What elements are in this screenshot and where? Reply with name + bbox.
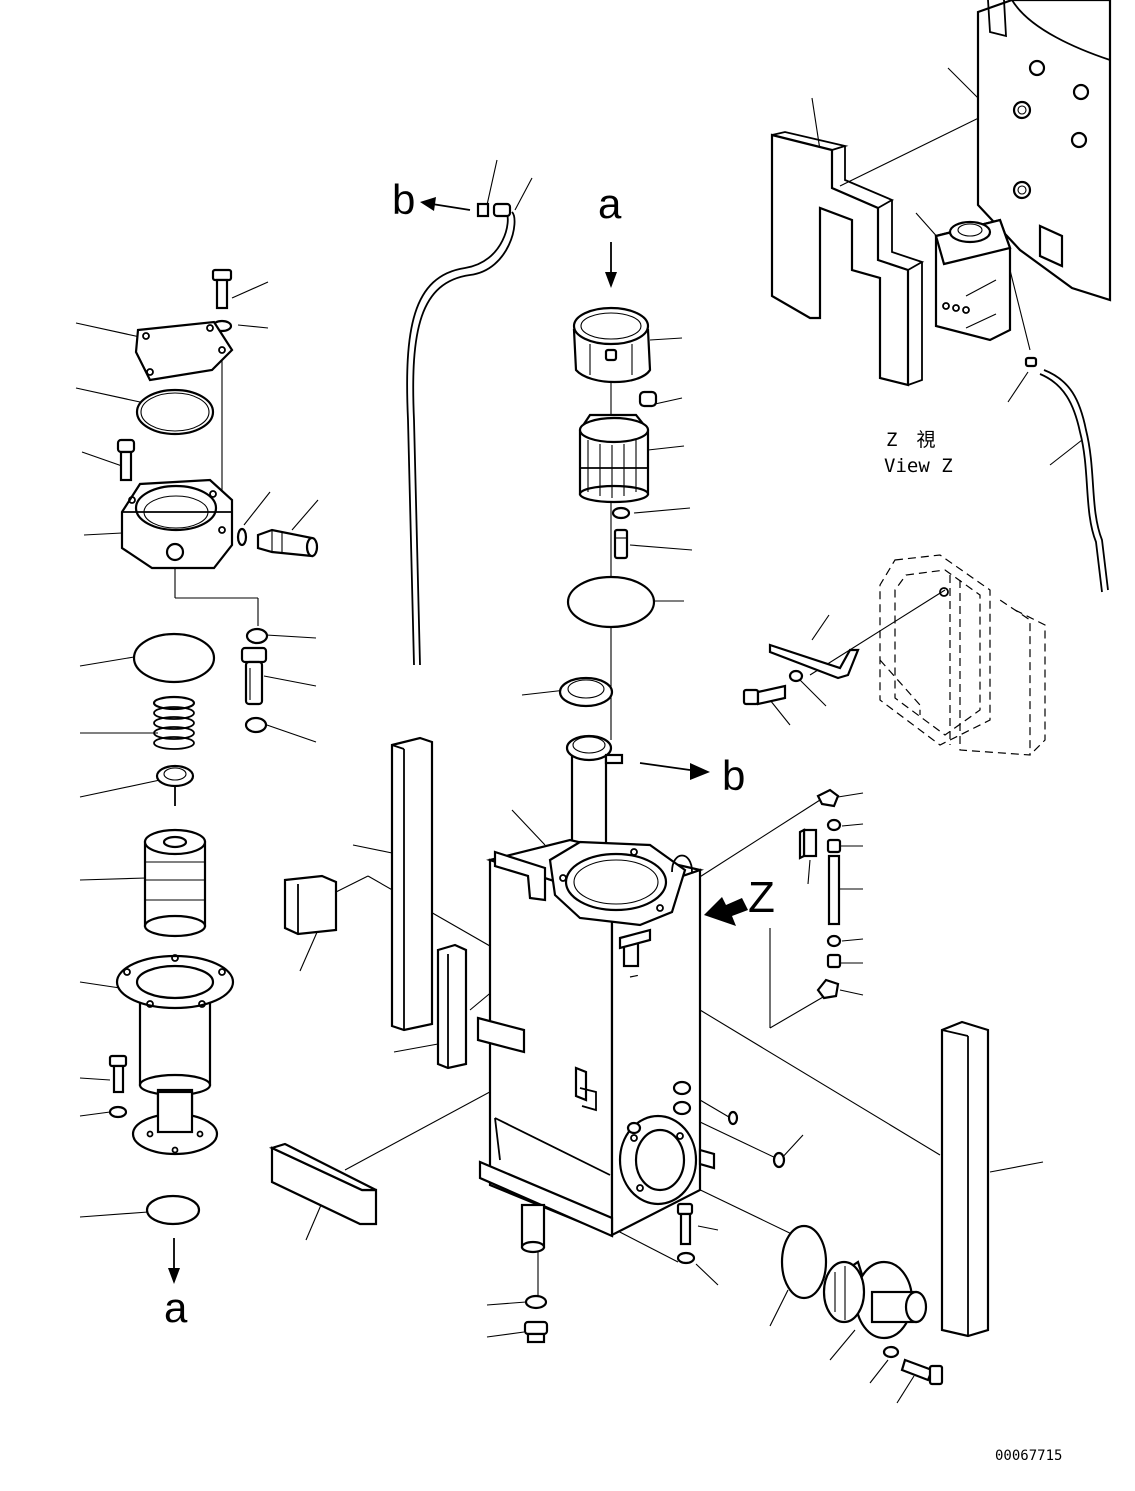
- bracket-assembly: [742, 554, 1046, 756]
- insulation-pads: [268, 736, 990, 1338]
- filler-assembly: [558, 242, 710, 850]
- ref-label-b-right: b: [722, 752, 745, 799]
- seal-ring: [245, 627, 269, 645]
- suction-o-ring: [780, 1224, 828, 1300]
- neck-cover: [558, 676, 614, 708]
- medium-pad: [436, 943, 468, 1070]
- drain-o-ring: [524, 1294, 548, 1310]
- bottom-o-ring: [145, 1194, 201, 1226]
- filler-neck: [565, 734, 624, 850]
- hydraulic-tank: [476, 838, 716, 1254]
- small-pad-upper: [283, 874, 338, 936]
- cap-bolt: [211, 268, 233, 310]
- filter-case: [115, 954, 235, 1156]
- cap-nipple: [638, 390, 658, 408]
- filler-o-ring: [566, 575, 656, 629]
- tall-pad-left: [390, 736, 434, 1032]
- ref-label-b-top: b: [392, 176, 415, 223]
- seal-ring-lower: [244, 716, 268, 734]
- tank-bolt: [676, 1202, 694, 1246]
- mount-panel: [976, 0, 1112, 302]
- filter-head: [120, 478, 234, 570]
- relief-valve: [240, 646, 268, 706]
- plug-seal-1: [727, 1110, 739, 1126]
- view-caption-jp: Z 視: [886, 429, 935, 451]
- filler-cap: [572, 306, 652, 384]
- left-filter-assembly: [108, 268, 319, 1284]
- filter-element: [143, 828, 207, 938]
- hose-clip: [1024, 356, 1038, 368]
- elbow-lower: [816, 978, 840, 1000]
- tall-pad-right: [940, 1020, 990, 1338]
- flange-bolt: [900, 1358, 944, 1386]
- flange-washer: [882, 1345, 900, 1359]
- bypass-valve: [155, 764, 195, 806]
- bracket-bolt: [742, 684, 787, 706]
- tube: [827, 854, 841, 926]
- strainer-washer: [611, 506, 631, 520]
- right-small-parts: [676, 788, 944, 1386]
- o-ring: [135, 388, 215, 436]
- cover-plate: [134, 320, 234, 382]
- hose-fitting: [256, 528, 319, 558]
- strainer-bolt: [613, 528, 629, 560]
- view-z-assembly: [770, 0, 1112, 593]
- view-z-marker: Z: [748, 873, 775, 922]
- drain-plug: [523, 1320, 549, 1344]
- view-caption-en: View Z: [884, 455, 953, 477]
- case-bolt: [108, 1054, 128, 1094]
- drawing-number: 00067715: [995, 1448, 1062, 1464]
- case-washer: [108, 1105, 128, 1119]
- socket-bolt: [116, 438, 136, 482]
- label-plate: [802, 828, 818, 858]
- suction-strainer: [822, 1260, 928, 1340]
- large-o-ring: [132, 632, 216, 684]
- reservoir-tank: [934, 218, 1012, 342]
- shaped-insulation: [770, 133, 910, 387]
- overflow-hose: [1043, 369, 1109, 591]
- tank-washer: [676, 1251, 696, 1265]
- plug-seal-2: [772, 1151, 786, 1169]
- elbow-upper: [816, 788, 840, 808]
- spring: [152, 695, 196, 750]
- breather-hose: [406, 197, 516, 666]
- ref-label-a-top: a: [598, 180, 622, 227]
- ref-label-a-bottom: a: [164, 1284, 188, 1331]
- strainer: [578, 413, 650, 504]
- small-o-ring: [236, 527, 248, 547]
- view-z-arrow: [704, 897, 748, 926]
